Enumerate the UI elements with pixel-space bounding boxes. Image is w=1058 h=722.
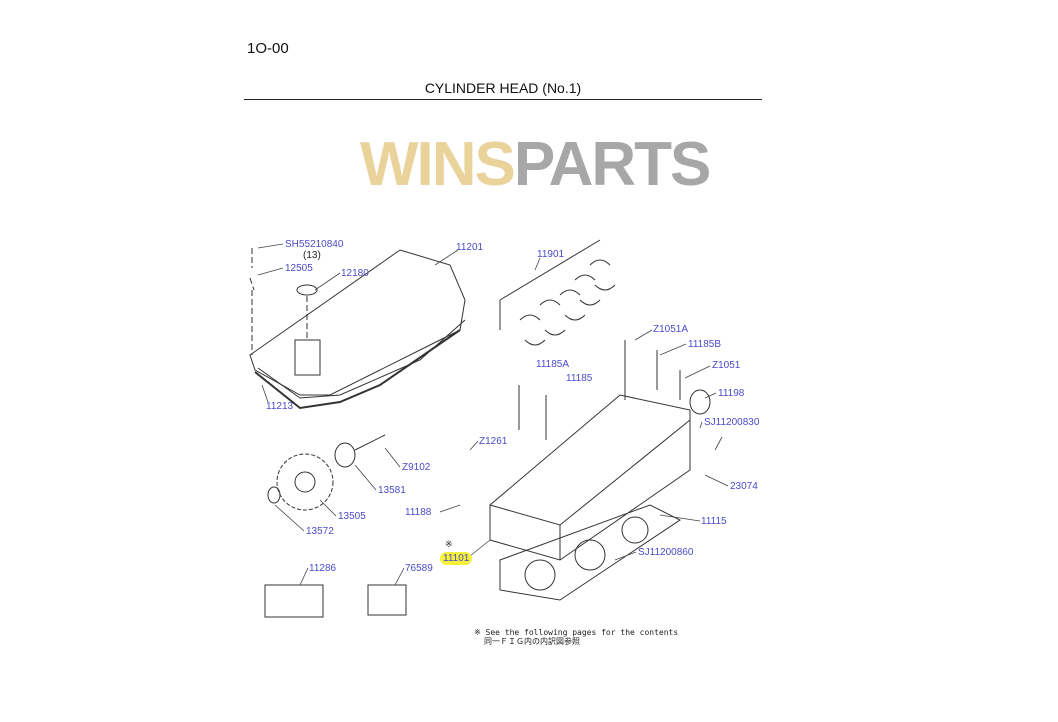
part-label-sj11200860[interactable]: SJ11200860 [638,547,694,558]
page-title: CYLINDER HEAD (No.1) [424,80,582,96]
part-label-11201[interactable]: 11201 [456,242,484,253]
part-label-z9102[interactable]: Z9102 [402,462,431,473]
label-sheet-11286 [264,584,324,618]
valve-cover-drawing [249,248,466,410]
part-label-11185[interactable]: 11185 [566,373,593,384]
part-label-z1051a[interactable]: Z1051A [653,324,689,335]
footnote-japanese: 同一ＦＩＧ内の内訳図参照 [484,637,580,646]
part-label-11286[interactable]: 11286 [309,563,337,574]
part-label-11185a[interactable]: 11185A [536,359,569,370]
page-code: 1O-00 [247,40,289,57]
part-label-76589[interactable]: 76589 [405,563,433,574]
part-label-11185b[interactable]: 11185B [688,339,721,350]
part-label-11101[interactable]: 11101 [440,552,473,565]
part-label-11213[interactable]: 11213 [266,401,294,412]
watermark-text-a: WINS [360,130,516,199]
part-label-sj11200830[interactable]: SJ11200830 [704,417,760,428]
leader-lines [257,243,729,586]
watermark-text-b: PARTS [513,130,712,199]
star-mark: ※ [445,539,453,549]
part-quantity: (13) [303,250,321,261]
part-label-13572[interactable]: 13572 [306,526,334,537]
part-label-13505[interactable]: 13505 [338,511,366,522]
part-label-13581[interactable]: 13581 [378,485,406,496]
gear-drawing [267,434,386,511]
part-label-11115[interactable]: 11115 [701,516,727,527]
bearing-shells-drawing [499,239,616,346]
part-label-11188[interactable]: 11188 [405,507,432,518]
label-sheet-76589 [367,584,407,616]
part-label-12180[interactable]: 12180 [341,268,369,279]
footnote: ※ See the following pages for the conten… [474,628,678,646]
part-label-23074[interactable]: 23074 [730,481,758,492]
cylinder-head-drawing [489,340,711,601]
part-label-12505[interactable]: 12505 [285,263,313,274]
part-label-11901[interactable]: 11901 [537,249,565,260]
part-label-sh55210840[interactable]: SH55210840 [285,239,344,250]
footnote-english: ※ See the following pages for the conten… [474,628,679,637]
part-label-11198[interactable]: 11198 [718,388,745,399]
title-rule [244,99,762,100]
part-label-z1261[interactable]: Z1261 [479,436,508,447]
watermark-logo: WINSPARTS [360,130,712,200]
part-label-z1051[interactable]: Z1051 [712,360,741,371]
